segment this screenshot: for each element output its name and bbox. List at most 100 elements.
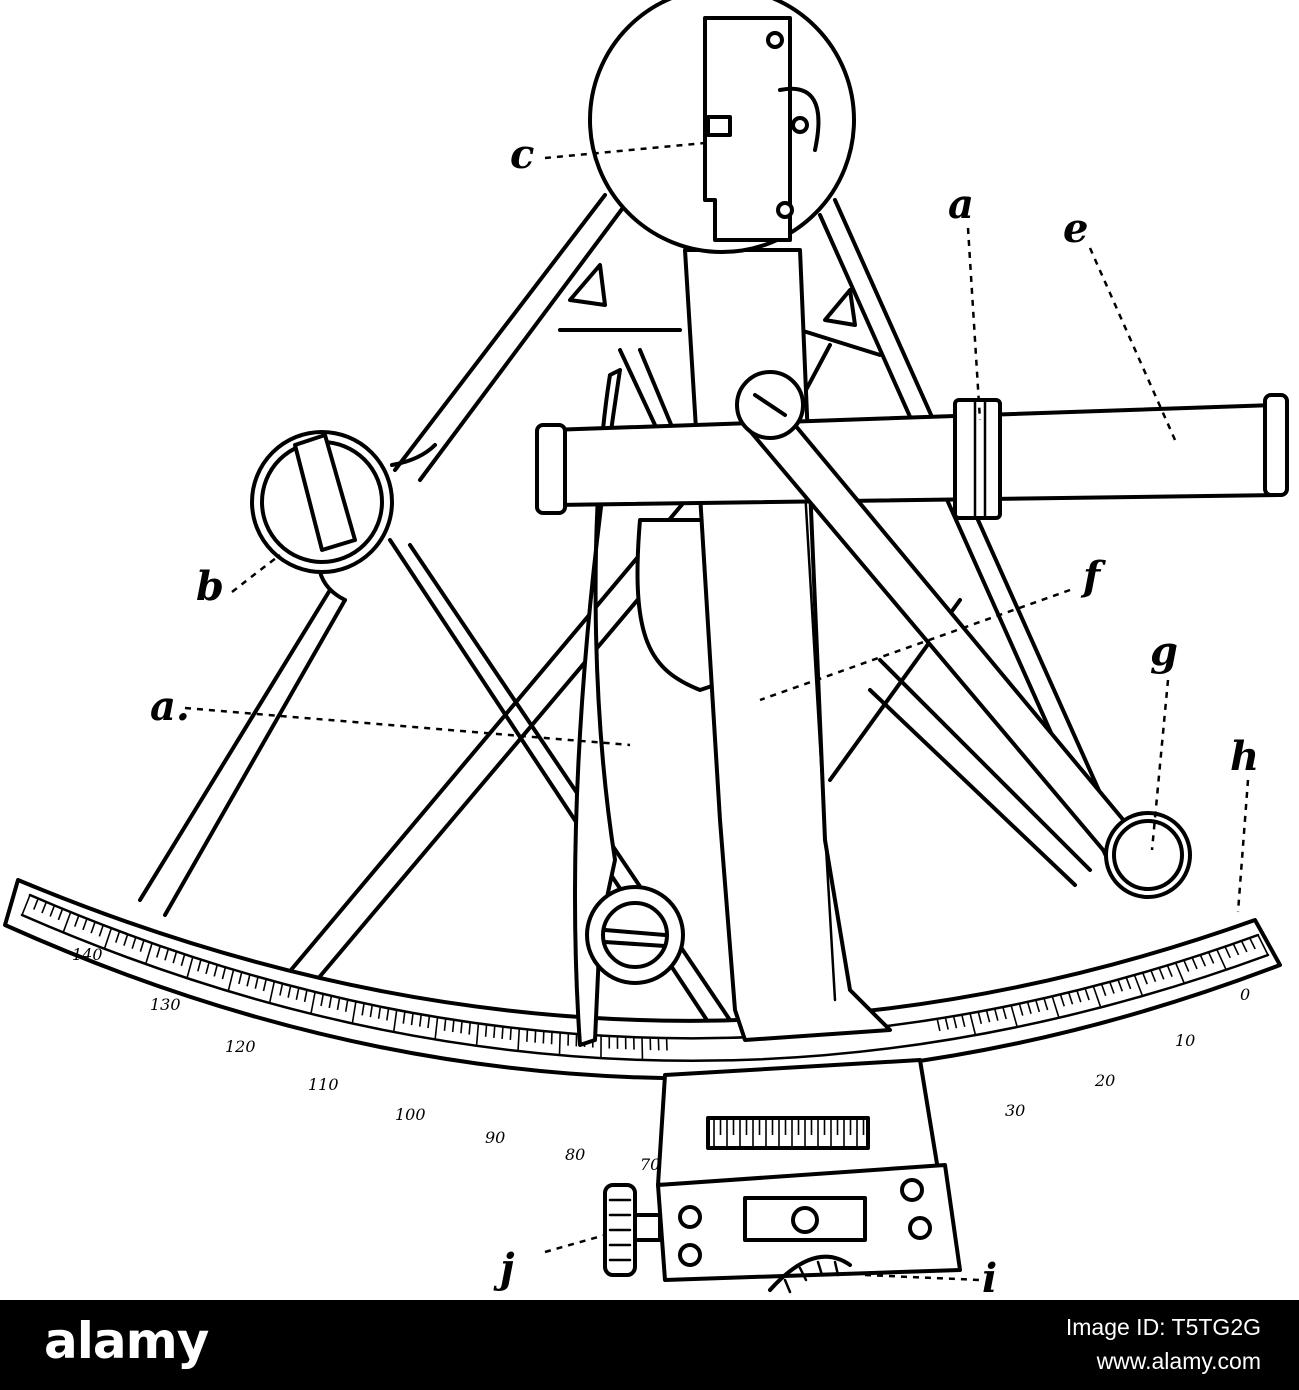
scale-tick — [1010, 1005, 1018, 1028]
scale-tick — [1026, 1001, 1032, 1014]
scale-tick — [238, 971, 243, 985]
shade-arm — [735, 370, 1192, 899]
scale-tick — [1240, 940, 1248, 953]
scale-tick — [1158, 967, 1165, 980]
scale-tick — [180, 954, 186, 967]
scale-tick — [344, 999, 349, 1012]
scale-tick — [262, 978, 267, 992]
scale-tick — [369, 1004, 374, 1018]
sextant-illustration: 140 130 120 110 100 90 80 70 30 20 10 0 — [3, 0, 1289, 1300]
scale-tick — [1125, 977, 1132, 990]
scale-tick — [1067, 992, 1074, 1005]
scale-tick — [1043, 998, 1049, 1011]
scale-tick — [542, 1031, 545, 1044]
scale-tick — [303, 989, 308, 1003]
scale-tick — [985, 1010, 991, 1023]
scale-tick — [1207, 951, 1215, 964]
scale-tick — [509, 1027, 512, 1041]
scale-tick — [1076, 990, 1082, 1003]
scale-label-120: 120 — [225, 1037, 256, 1056]
vernier-block — [656, 1058, 962, 1282]
scale-label-0: 0 — [1240, 985, 1250, 1004]
leader-lines — [184, 141, 1250, 1282]
scale-tick — [205, 961, 210, 975]
image-id-block: Image ID: T5TG2G www.alamy.com — [1066, 1310, 1261, 1378]
scale-tick — [1092, 986, 1102, 1008]
scale-tick — [33, 898, 39, 910]
scale-tick — [961, 1014, 966, 1027]
scale-tick — [443, 1018, 447, 1031]
sextant-drawing: 140 130 120 110 100 90 80 70 30 20 10 0 — [3, 0, 1289, 1300]
scale-tick — [1100, 983, 1107, 997]
scale-tick — [1084, 988, 1090, 1001]
label-a-left: a. — [150, 683, 190, 730]
tangent-screw — [603, 1183, 662, 1277]
scale-tick — [1199, 954, 1207, 967]
index-mirror — [588, 0, 856, 254]
scale-tick — [1059, 994, 1065, 1007]
alamy-logo: alamy — [44, 1312, 209, 1370]
scale-tick — [977, 1011, 983, 1024]
scale-tick — [144, 942, 153, 965]
scale-tick — [1117, 979, 1124, 992]
label-i: i — [982, 1255, 997, 1300]
scale-tick — [227, 969, 235, 992]
scale-label-70: 70 — [640, 1155, 660, 1174]
scale-label-140: 140 — [72, 945, 103, 964]
label-j: j — [493, 1245, 515, 1292]
scale-tick — [517, 1028, 521, 1052]
label-f: f — [1080, 553, 1106, 600]
scale-tick — [41, 901, 48, 914]
scale-tick — [123, 934, 129, 946]
scale-tick — [418, 1014, 423, 1027]
scale-tick — [1174, 962, 1186, 984]
scale-tick — [295, 987, 300, 1000]
vernier-ticks — [713, 1120, 865, 1146]
scale-tick — [90, 921, 96, 934]
scale-tick — [501, 1026, 504, 1040]
scale-tick — [320, 993, 325, 1007]
scale-label-130: 130 — [150, 995, 181, 1014]
scale-label-90: 90 — [485, 1128, 505, 1147]
telescope — [535, 393, 1289, 520]
scale-label-110: 110 — [308, 1075, 339, 1094]
scale-tick — [82, 918, 88, 931]
scale-tick — [410, 1012, 414, 1026]
scale-tick — [279, 983, 284, 996]
scale-tick — [993, 1008, 999, 1021]
scale-tick — [558, 1032, 561, 1056]
scale-tick — [328, 995, 333, 1009]
scale-tick — [103, 927, 113, 950]
graduated-arc: 140 130 120 110 100 90 80 70 30 20 10 0 — [3, 878, 1282, 1174]
magnifier-clamp — [768, 1254, 852, 1294]
scale-tick — [213, 964, 219, 977]
scale-label-20: 20 — [1094, 1071, 1115, 1090]
scale-tick — [310, 991, 316, 1014]
scale-tick — [1051, 996, 1060, 1019]
scale-tick — [74, 915, 80, 927]
scale-tick — [336, 997, 341, 1010]
scale-tick — [186, 956, 194, 979]
scale-tick — [1191, 957, 1198, 970]
scale-tick — [1257, 934, 1269, 956]
scale-tick — [1002, 1006, 1007, 1020]
scale-tick — [254, 976, 259, 989]
scale-tick — [246, 974, 251, 987]
scale-tick — [62, 911, 72, 933]
scale-tick — [460, 1021, 463, 1034]
scale-tick — [1109, 981, 1115, 994]
scale-tick — [221, 967, 227, 980]
scale-tick — [468, 1022, 472, 1035]
label-e: e — [1063, 205, 1088, 252]
scale-tick — [434, 1017, 439, 1040]
label-a-top: a — [948, 181, 974, 228]
scale-tick — [98, 924, 104, 937]
site-url: www.alamy.com — [1096, 1348, 1261, 1374]
scale-tick — [1150, 970, 1157, 983]
scale-tick — [1216, 949, 1227, 971]
scale-label-30: 30 — [1005, 1101, 1025, 1120]
scale-tick — [484, 1024, 488, 1037]
scale-ticks — [21, 894, 1269, 1061]
label-b: b — [196, 563, 224, 610]
scale-tick — [1224, 946, 1231, 959]
